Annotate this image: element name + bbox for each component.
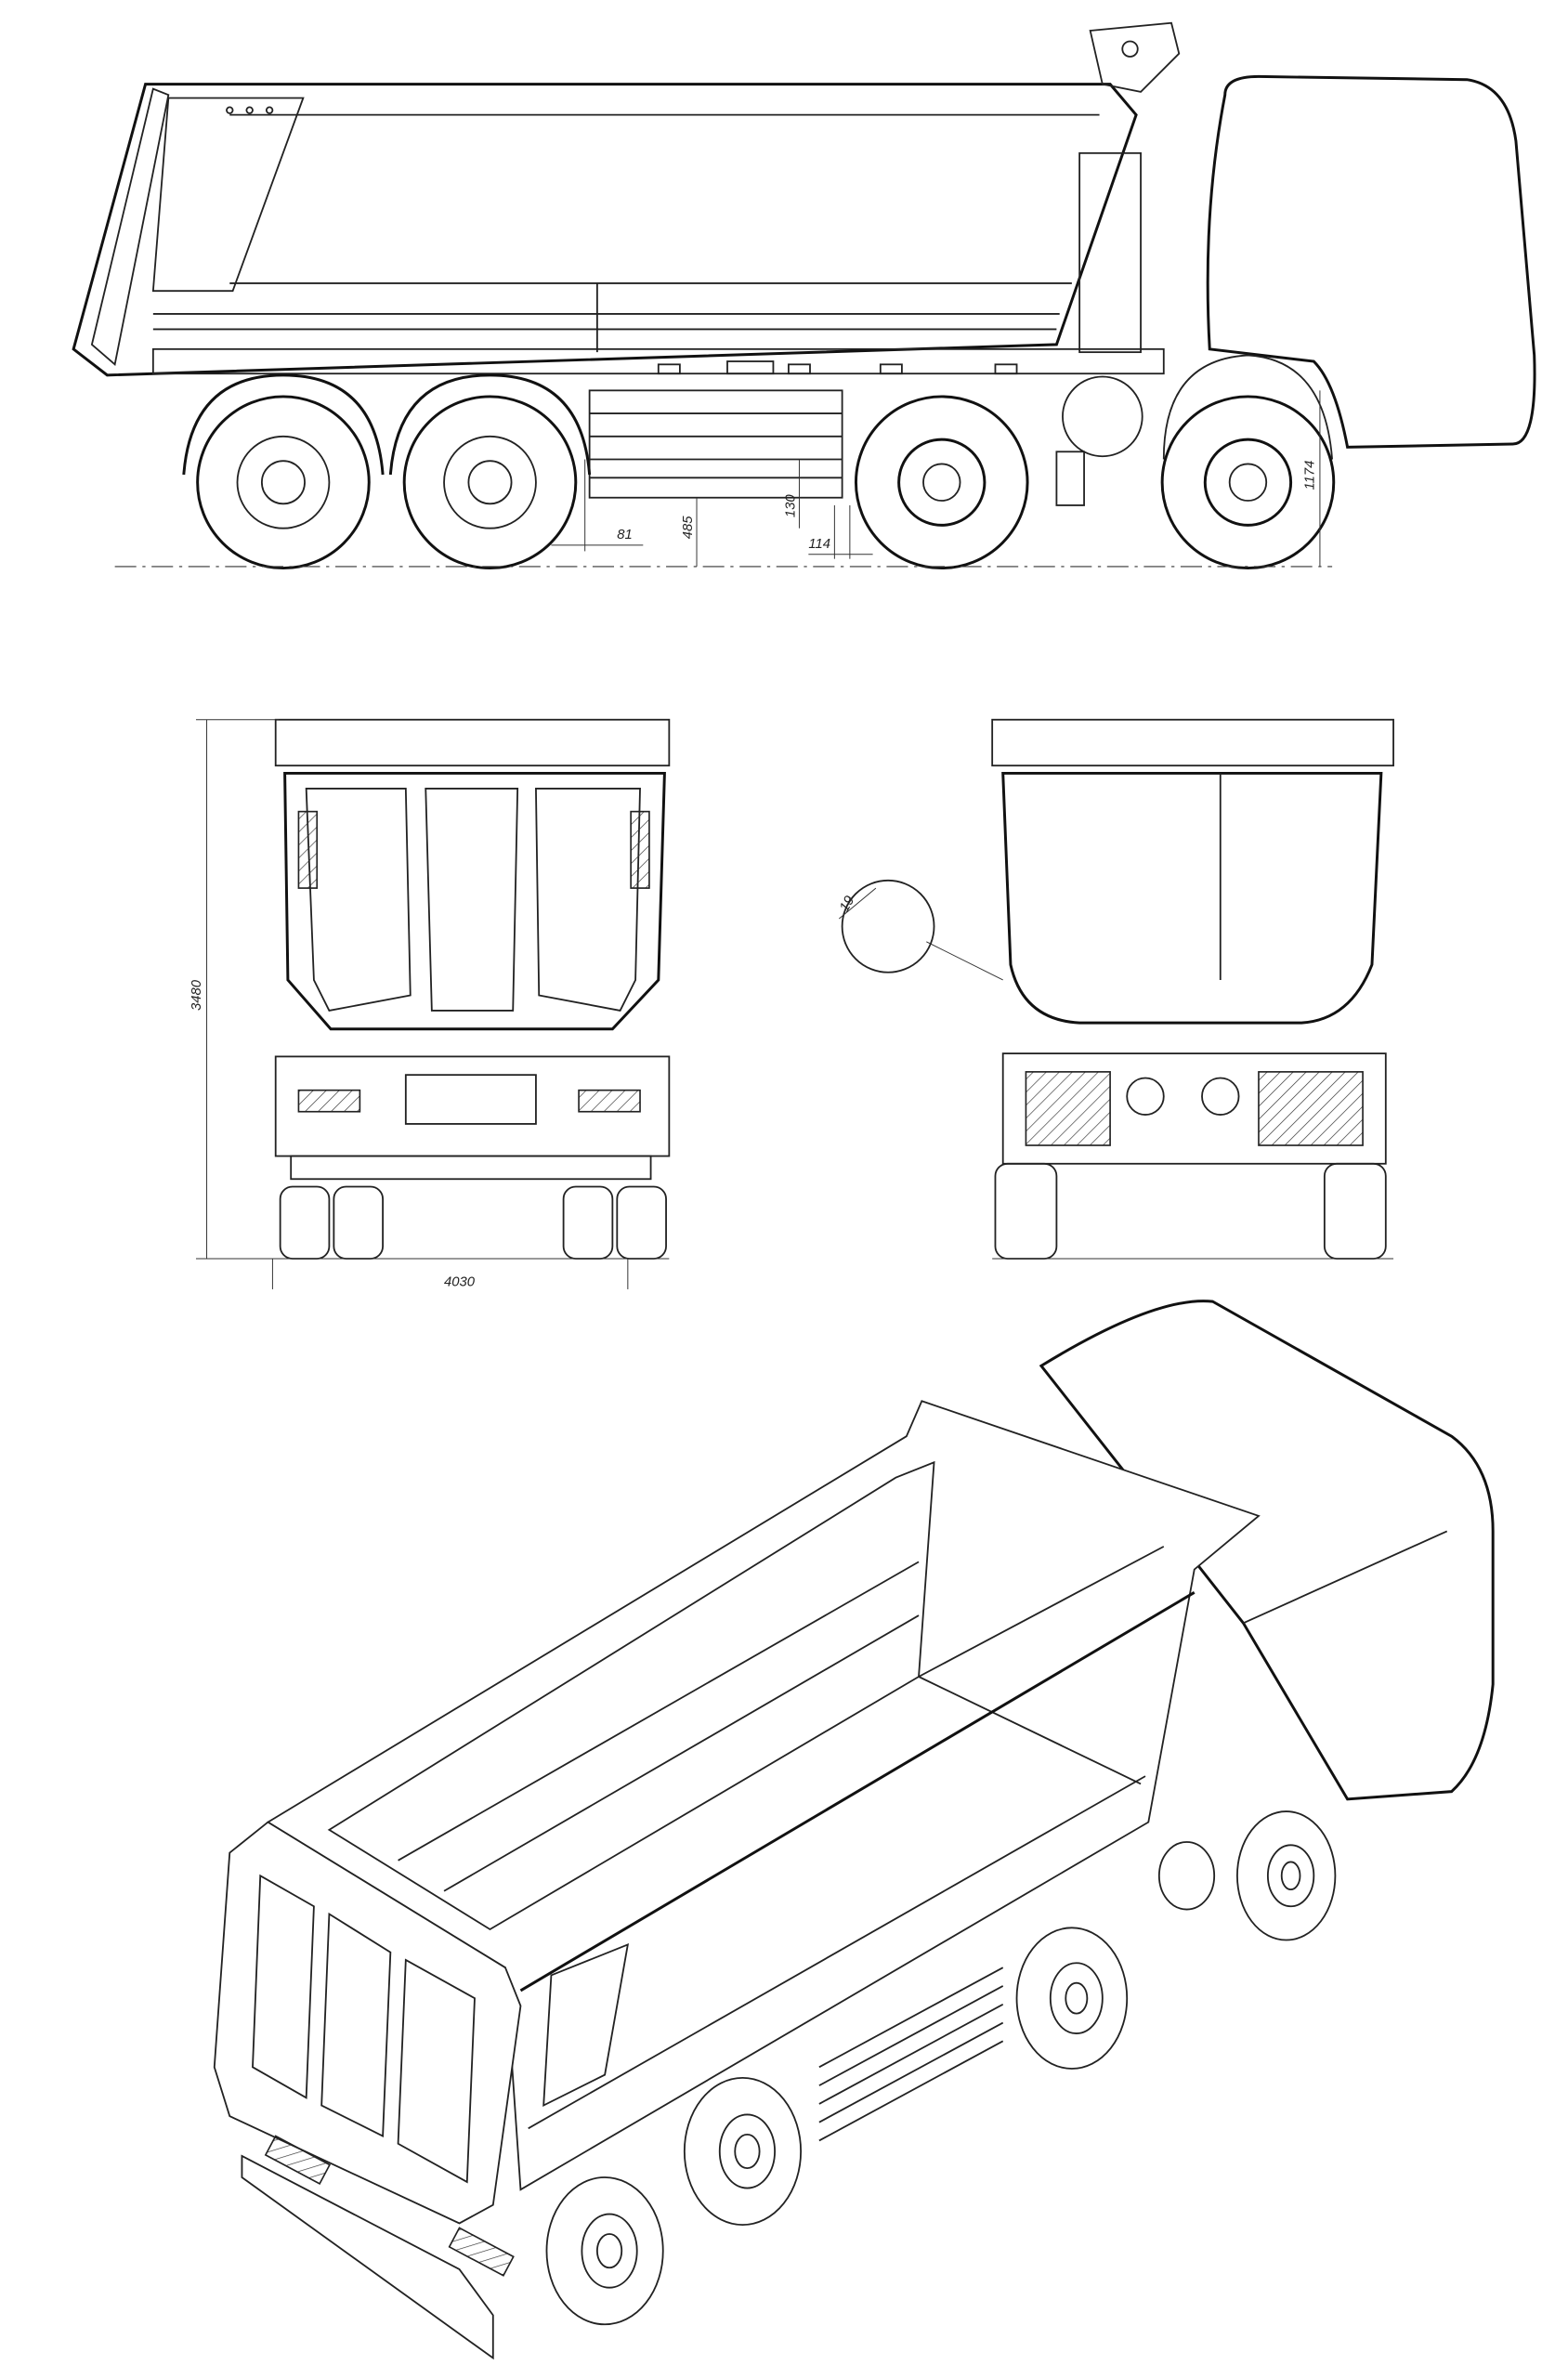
dim-19: 19 bbox=[837, 894, 857, 914]
dim-1174: 1174 bbox=[1302, 461, 1317, 490]
wheel-rear-1 bbox=[182, 373, 385, 570]
dim-81: 81 bbox=[617, 528, 633, 542]
tailgate-ribs bbox=[297, 788, 650, 1012]
wheel-rear-2 bbox=[388, 373, 592, 570]
rear-view: 3480 4030 bbox=[189, 718, 671, 1290]
rear-wheels bbox=[279, 1185, 667, 1260]
detail-callout: 19 bbox=[837, 879, 1003, 981]
cab-iso bbox=[1039, 1300, 1495, 1801]
dim-114: 114 bbox=[808, 537, 830, 552]
cab-side bbox=[1162, 74, 1536, 460]
front-view: 19 bbox=[837, 718, 1394, 1260]
side-view: 81 485 130 114 1174 bbox=[72, 21, 1536, 570]
side-dimensions: 81 485 130 114 1174 bbox=[114, 390, 1333, 568]
side-guard-iso bbox=[818, 1966, 1004, 2142]
dim-4030: 4030 bbox=[444, 1275, 476, 1290]
bumper-iso bbox=[241, 2135, 515, 2360]
wheel-front-1 bbox=[1160, 395, 1336, 570]
wheel-front-2 bbox=[854, 395, 1029, 570]
wheels-iso bbox=[545, 1810, 1337, 2326]
dump-body-iso bbox=[213, 1400, 1261, 2225]
chassis-side bbox=[151, 347, 1165, 499]
dim-3480: 3480 bbox=[189, 979, 204, 1011]
isometric-view bbox=[213, 1300, 1495, 2360]
hydraulic-cylinder bbox=[1055, 21, 1181, 506]
dim-485: 485 bbox=[681, 516, 696, 539]
dim-130: 130 bbox=[784, 494, 799, 517]
wheels-side bbox=[182, 373, 1336, 570]
dump-body-side bbox=[72, 83, 1138, 377]
